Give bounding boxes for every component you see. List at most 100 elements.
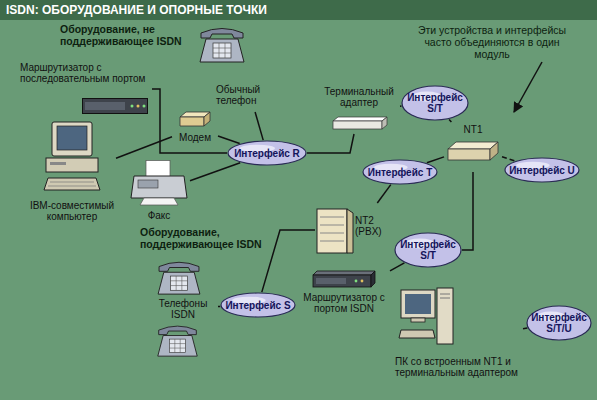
connector-line (427, 157, 444, 163)
icon-part (137, 105, 140, 108)
icon-part (158, 336, 197, 357)
telephone-icon (156, 258, 202, 296)
modem-icon (178, 110, 212, 128)
icon-part (201, 29, 243, 39)
device-node: NT2 (PBX) (315, 203, 400, 257)
connector-line (262, 230, 315, 292)
device-label: Модем (172, 132, 218, 143)
icon-part (180, 117, 204, 126)
diagram-title: ISDN: ОБОРУДОВАНИЕ И ОПОРНЫЕ ТОЧКИ (0, 0, 597, 20)
connector-line (462, 172, 473, 250)
icon-part (83, 99, 148, 114)
icon-part (440, 294, 450, 298)
icon-part (448, 142, 498, 149)
connector-line (400, 105, 402, 107)
icon-part (131, 176, 187, 198)
icon-part (140, 198, 178, 205)
interface-label: Интерфейс T (365, 159, 435, 185)
icon-part (85, 102, 125, 110)
icon-part (213, 43, 231, 58)
icon-part (313, 275, 371, 287)
fax-icon (130, 160, 188, 206)
device-node: IBM-совместимый компьютер (28, 120, 116, 230)
icon-part (169, 339, 185, 352)
ellipse-shape (363, 160, 437, 184)
device-node: Факс (128, 160, 190, 224)
icon-part (371, 271, 375, 287)
group-heading: Оборудование, не поддерживающее ISDN (60, 23, 195, 47)
connector-line (390, 263, 404, 271)
telephone-icon (198, 24, 246, 64)
icon-part (333, 117, 387, 121)
device-label: IBM-совместимый компьютер (28, 200, 116, 222)
icon-part (159, 326, 197, 335)
callout-note: Эти устройства и интерфейсы часто объеди… (412, 24, 572, 60)
connector-line (523, 327, 527, 329)
device-node: Маршрутизатор с последовательным портом (20, 62, 152, 116)
router-icon (82, 98, 148, 114)
device-node: Маршрутизатор с портом ISDN (298, 268, 390, 324)
connector-line (255, 112, 263, 140)
ellipse-shape (505, 158, 579, 182)
connector-line (218, 306, 220, 308)
ellipse-shape (395, 233, 461, 267)
group-heading: Оборудование, поддерживающее ISDN (140, 226, 270, 250)
device-label: Маршрутизатор с портом ISDN (298, 292, 390, 314)
ellipse-shape (221, 293, 295, 317)
connector-line (502, 157, 515, 161)
interface-ellipse: Интерфейс S/T/U (526, 305, 592, 341)
interface-ellipse: Интерфейс T (362, 159, 438, 185)
interface-ellipse: Интерфейс S/T (394, 232, 462, 268)
icon-part (131, 105, 134, 108)
device-label: Телефоны ISDN (148, 298, 218, 320)
computer-icon (42, 120, 102, 196)
telephone-icon (156, 322, 199, 358)
ellipse-shape (527, 306, 591, 340)
interface-ellipse: Интерфейс U (504, 157, 580, 183)
isdn-router-icon (312, 270, 376, 288)
interface-label: Интерфейс S/T/U (529, 305, 589, 341)
icon-part (313, 271, 375, 275)
interface-ellipse: Интерфейс S (220, 292, 296, 318)
interface-label: Интерфейс S (223, 292, 293, 318)
device-label: NT2 (PBX) (355, 215, 400, 237)
connector-line (377, 185, 391, 203)
icon-part (52, 122, 92, 156)
icon-part (347, 209, 353, 253)
icon-part (146, 161, 170, 177)
device-label: Маршрутизатор с последовательным портом (20, 62, 152, 84)
icon-part (316, 278, 346, 284)
icon-part (490, 142, 498, 160)
device-label: Терминальный адаптер (318, 86, 400, 108)
device-label: NT1 (444, 124, 502, 135)
icon-part (320, 217, 344, 241)
connector-line (218, 136, 240, 144)
device-node: NT1 (444, 122, 502, 172)
connector-line (152, 89, 227, 153)
icon-part (138, 180, 158, 188)
icon-part (355, 280, 358, 283)
icon-part (213, 43, 231, 58)
icon-part (361, 280, 364, 283)
connector-line (116, 137, 172, 158)
icon-part (200, 39, 244, 62)
connector-line (449, 119, 451, 122)
device-node: Модем (172, 108, 218, 148)
icon-part (405, 294, 431, 314)
icon-part (317, 209, 347, 253)
icon-part (448, 149, 490, 160)
icon-part (50, 162, 66, 165)
callout-arrow (514, 62, 542, 112)
icon-part (44, 178, 100, 190)
interface-label: Интерфейс R (230, 140, 304, 166)
icon-part (159, 262, 199, 271)
ellipse-shape (228, 141, 306, 165)
pc-icon (399, 286, 455, 352)
interface-ellipse: Интерфейс S/T (401, 85, 469, 121)
ellipse-shape (402, 86, 468, 120)
icon-part (170, 276, 187, 290)
pbx-icon (315, 207, 355, 255)
icon-part (399, 330, 435, 338)
interface-label: Интерфейс S/T (404, 85, 466, 121)
device-label: Факс (128, 210, 190, 221)
